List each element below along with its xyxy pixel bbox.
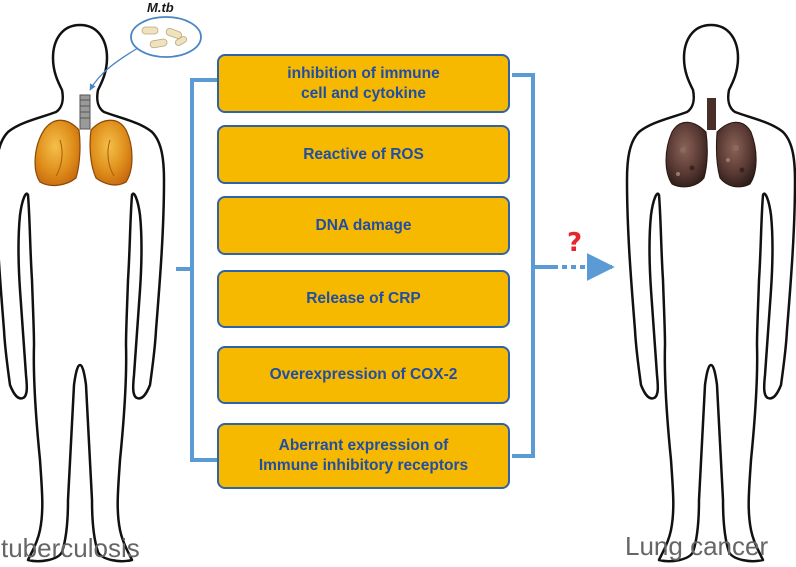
tuberculosis-label: tuberculosis <box>1 533 140 563</box>
lung-cancer-label: Lung cancer <box>625 531 769 561</box>
mechanism-box: Overexpression of COX-2 <box>217 346 510 404</box>
mechanism-label: Release of CRP <box>306 290 421 307</box>
tb-lungs-icon <box>34 94 133 187</box>
mechanism-label: DNA damage <box>315 216 412 234</box>
cancer-lungs-icon <box>665 98 757 188</box>
mechanism-label: Reactive of ROS <box>303 145 424 163</box>
mechanism-label: inhibition of immune cell and cytokine <box>287 64 440 102</box>
mechanism-box: DNA damage <box>217 196 510 255</box>
question-mark-icon: ? <box>567 228 583 258</box>
mechanism-box: Aberrant expression of Immune inhibitory… <box>217 423 510 489</box>
pathogen-label: M.tb <box>147 0 174 15</box>
right-bracket <box>512 73 535 458</box>
mechanism-label: Aberrant expression of Immune inhibitory… <box>258 437 469 474</box>
left-bracket <box>176 78 217 462</box>
mechanism-label: Overexpression of COX-2 <box>269 366 458 383</box>
mechanism-box: Release of CRP <box>217 270 510 328</box>
mechanism-box: inhibition of immune cell and cytokine <box>217 54 510 113</box>
mechanism-box: Reactive of ROS <box>217 125 510 184</box>
bacteria-bubble-icon <box>89 16 202 91</box>
